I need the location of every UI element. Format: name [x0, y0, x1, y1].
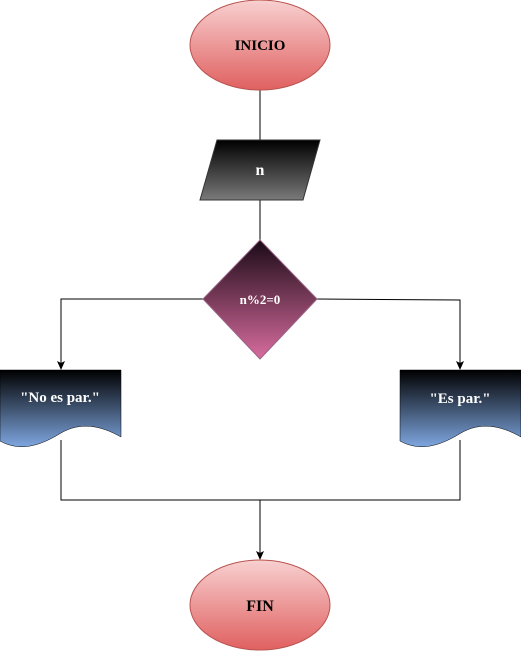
- connector-decision-to-left-output: [57, 298, 203, 370]
- output-left-document: "No es par.": [0, 369, 122, 447]
- output-right-label: "Es par.": [429, 391, 490, 407]
- input-step: n: [199, 139, 321, 201]
- input-label: n: [256, 162, 265, 179]
- decision-label: n%2=0: [240, 292, 281, 307]
- decision-diamond: [202, 239, 318, 360]
- start-label: INICIO: [235, 38, 286, 54]
- decision-step: n%2=0: [202, 239, 318, 360]
- connectors: [57, 90, 464, 560]
- connector-decision-to-right-output: [316, 298, 464, 370]
- connector-right-output-to-merge: [260, 440, 461, 501]
- output-left-label: "No es par.": [20, 390, 100, 406]
- output-left-shape: [0, 369, 122, 447]
- output-right-document: "Es par.": [399, 369, 521, 447]
- end-terminal: FIN: [189, 559, 331, 651]
- start-ellipse: [189, 0, 331, 91]
- input-parallelogram: [199, 139, 321, 201]
- output-right-shape: [399, 369, 521, 447]
- end-ellipse: [189, 559, 331, 651]
- start-terminal: INICIO: [189, 0, 331, 91]
- end-label: FIN: [246, 598, 274, 615]
- connector-left-output-to-merge: [60, 440, 260, 501]
